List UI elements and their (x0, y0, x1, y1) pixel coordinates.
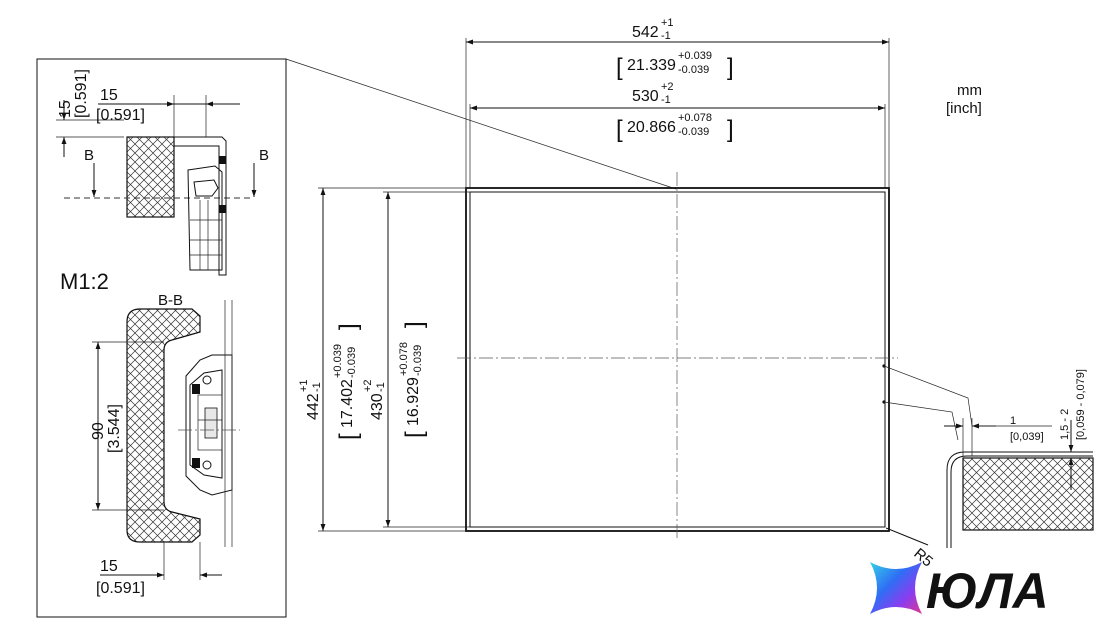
svg-text:[: [ (616, 116, 623, 143)
detail-bottom-dim-inch: [0.591] (96, 580, 145, 597)
mounting-panel-hatch (962, 457, 1094, 531)
top-section-hatch (126, 136, 175, 218)
top-section-view: B B 15 [0.591] 15 [0.591] (56, 69, 269, 276)
svg-text:20.866: 20.866 (627, 119, 676, 136)
gap-dim: 1 (1010, 415, 1016, 427)
svg-text:[: [ (616, 54, 623, 81)
svg-text:-1: -1 (375, 382, 387, 392)
svg-text:+0.039: +0.039 (678, 50, 712, 62)
gap-dim-inch: [0,039] (1010, 431, 1044, 443)
svg-text:-1: -1 (311, 382, 323, 392)
detail-frame (36, 58, 287, 618)
svg-text:+1: +1 (298, 379, 310, 392)
detail-panel: B B 15 [0.591] 15 [0.591] M1:2 B-B (36, 58, 677, 618)
frame-edge-inner (950, 455, 1093, 548)
svg-text:-1: -1 (661, 94, 671, 106)
units-inch: [inch] (946, 100, 982, 117)
panel-thickness-dim-inch: [0,059 - 0,079] (1075, 369, 1087, 440)
logo-mark-icon (870, 562, 922, 614)
detail-top-horiz-dim: 15 (100, 87, 118, 104)
inner-width-dim-inch: [ 20.866 +0.078 -0.039 ] (616, 112, 734, 143)
svg-text:]: ] (727, 54, 734, 81)
panel-thickness-dim: 1,5 - 2 (1059, 409, 1071, 440)
bb-section-view: 90 [3.544] 15 [0.591] (90, 300, 240, 597)
inner-width-dim: 530 +2 -1 (632, 81, 674, 106)
seal-block (219, 205, 226, 213)
clamp-part (193, 179, 219, 197)
svg-text:16.929: 16.929 (405, 377, 422, 426)
units-mm: mm (957, 82, 982, 99)
cutout-leader-2 (883, 401, 959, 441)
svg-text:+0.078: +0.078 (398, 342, 410, 376)
svg-text:-0.039: -0.039 (678, 64, 709, 76)
inner-height-dim: 430 +2 -1 (362, 379, 387, 420)
logo-text: ЮЛА (926, 563, 1049, 619)
bb-clamp-body (189, 369, 223, 479)
section-cut-label-left: B (84, 147, 94, 164)
outer-height-dim-inch: [ 17.402 +0.039 -0.039 ] (332, 323, 362, 440)
svg-text:[: [ (401, 431, 428, 438)
bb-section-hatch (126, 308, 201, 543)
svg-text:21.339: 21.339 (627, 57, 676, 74)
seal-block (219, 156, 226, 164)
svg-text:[: [ (335, 433, 362, 440)
svg-text:]: ] (727, 116, 734, 143)
outer-width-dim: 542 +1 -1 (632, 17, 674, 42)
cutout-detail: 1 [0,039] 1,5 - 2 [0,059 - 0,079] (882, 364, 1094, 548)
frame-profile-outer (174, 136, 227, 276)
inner-height-dim-inch: [ 16.929 +0.078 -0.039 ] (398, 321, 428, 438)
svg-text:+1: +1 (661, 17, 674, 29)
svg-text:542: 542 (632, 24, 659, 41)
radius-leader (885, 527, 929, 546)
svg-text:]: ] (401, 321, 428, 328)
main-panel-view: 542 +1 -1 [ 21.339 +0.039 -0.039 ] 530 +… (298, 17, 982, 570)
brand-logo: ЮЛА (870, 562, 1049, 619)
svg-text:442: 442 (305, 393, 322, 420)
svg-text:+2: +2 (362, 379, 374, 392)
frame-edge-outer (946, 451, 1093, 548)
svg-text:430: 430 (369, 393, 386, 420)
svg-text:+0.078: +0.078 (678, 112, 712, 124)
frame-profile-body (187, 165, 223, 271)
svg-text:+2: +2 (661, 81, 674, 93)
svg-text:17.402: 17.402 (339, 379, 356, 428)
outer-height-dim: 442 +1 -1 (298, 379, 323, 420)
detail-leader-line (285, 58, 677, 190)
detail-top-vert-dim: 15 (57, 100, 74, 118)
cutout-leader-1 (883, 365, 973, 427)
bb-spring (204, 407, 218, 439)
svg-text:-1: -1 (661, 30, 671, 42)
detail-height-dim: 90 (90, 422, 107, 440)
section-cut-label-right: B (259, 147, 269, 164)
svg-text:-0.039: -0.039 (678, 126, 709, 138)
scale-label: M1:2 (60, 269, 109, 294)
detail-top-vert-dim-inch: [0.591] (73, 69, 90, 118)
svg-text:530: 530 (632, 88, 659, 105)
svg-text:-0.039: -0.039 (346, 347, 358, 378)
detail-bottom-dim: 15 (100, 558, 118, 575)
bb-clamp-core (197, 394, 223, 451)
panel-inner-outline (469, 191, 886, 528)
detail-height-dim-inch: [3.544] (106, 404, 123, 453)
svg-text:-0.039: -0.039 (412, 345, 424, 376)
outer-width-dim-inch: [ 21.339 +0.039 -0.039 ] (616, 50, 734, 81)
svg-text:+0.039: +0.039 (332, 344, 344, 378)
section-view-label: B-B (158, 292, 183, 309)
panel-outer-outline (465, 187, 890, 532)
detail-top-horiz-dim-inch: [0.591] (96, 107, 145, 124)
svg-text:]: ] (335, 323, 362, 330)
